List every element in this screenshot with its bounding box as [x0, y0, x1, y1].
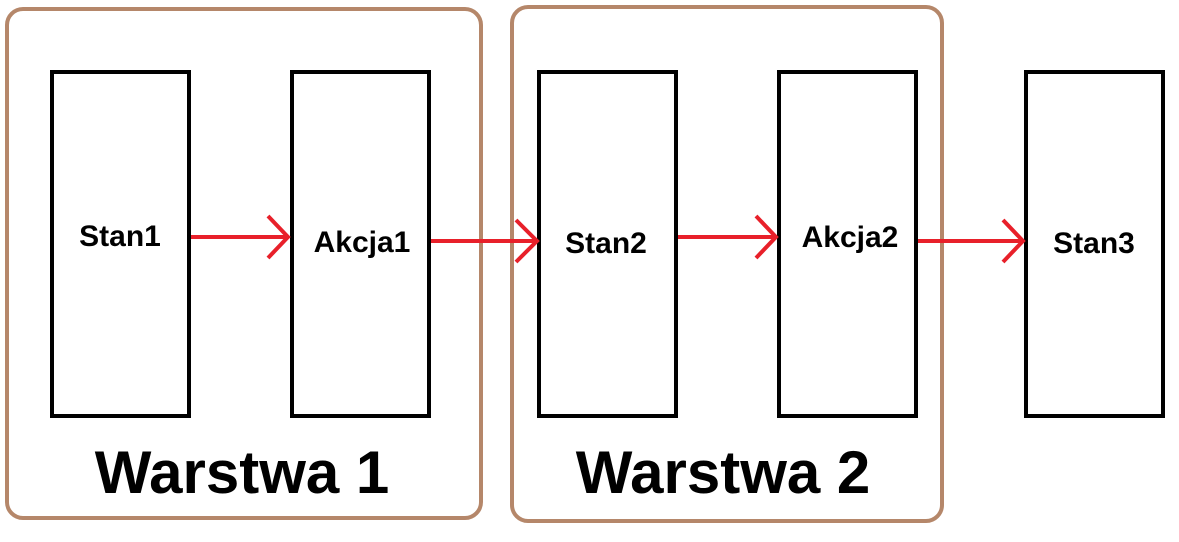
- arrow-stan2-to-akcja2: [678, 214, 779, 260]
- node-akcja2-box: [777, 70, 918, 418]
- node-stan3-label: Stan3: [1053, 227, 1135, 260]
- node-stan2-box: [537, 70, 678, 418]
- arrow-akcja1-to-stan2: [431, 218, 540, 264]
- layer-1-label: Warstwa 1: [95, 439, 390, 506]
- node-stan1-label: Stan1: [79, 220, 161, 253]
- layer-2-label: Warstwa 2: [576, 439, 871, 506]
- arrow-stan1-to-akcja1: [191, 214, 291, 260]
- layer-1-box: [5, 7, 483, 520]
- node-akcja1-label: Akcja1: [314, 226, 411, 259]
- node-stan1-box: [50, 70, 191, 418]
- layer-2-box: [510, 5, 944, 523]
- node-akcja2-label: Akcja2: [802, 221, 899, 254]
- node-akcja1-box: [290, 70, 431, 418]
- arrow-akcja2-to-stan3: [918, 218, 1026, 264]
- node-stan3-box: [1024, 70, 1165, 418]
- node-stan2-label: Stan2: [565, 227, 647, 260]
